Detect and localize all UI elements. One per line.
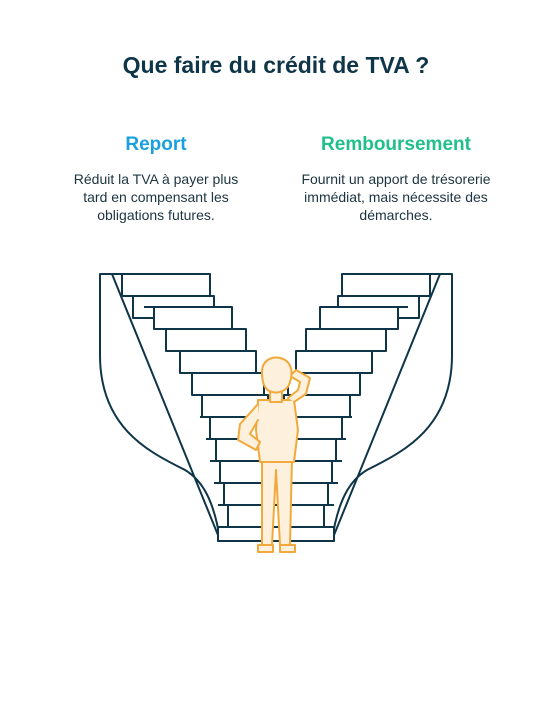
left-step-edge — [123, 295, 134, 318]
left-step — [179, 350, 257, 374]
left-step-edge — [182, 372, 193, 395]
left-step-edge — [200, 416, 211, 439]
left-step — [191, 372, 265, 396]
option-description-report: Réduit la TVA à payer plus tard en compe… — [73, 171, 239, 223]
left-step-edge — [206, 438, 217, 461]
right-step — [295, 350, 373, 374]
left-step-edge — [218, 504, 229, 527]
right-step-edge — [349, 394, 360, 417]
option-heading-remboursement: Remboursement — [321, 134, 471, 155]
left-step-edge — [214, 482, 225, 505]
staircase-icon — [99, 273, 453, 542]
right-step-edge — [371, 350, 382, 373]
right-step-edge — [359, 372, 370, 395]
page-title: Que faire du crédit de TVA ? — [122, 52, 430, 78]
left-step-edge — [112, 273, 123, 296]
left-wall — [99, 273, 221, 541]
right-step-edge — [397, 306, 408, 329]
person-thinking-icon — [237, 356, 311, 553]
right-step-edge — [323, 504, 334, 527]
right-step-edge — [429, 273, 440, 296]
right-wall — [331, 273, 453, 541]
right-step — [319, 306, 399, 330]
right-step — [305, 328, 387, 352]
right-step-edge — [331, 460, 342, 483]
left-step — [121, 273, 211, 297]
right-step-edge — [385, 328, 396, 351]
left-step-edge — [156, 328, 167, 351]
option-heading-report: Report — [125, 134, 187, 155]
right-step-edge — [341, 416, 352, 439]
right-step-edge — [418, 295, 429, 318]
option-description-remboursement: Fournit un apport de trésorerie immédiat… — [301, 171, 491, 223]
bottom-landing — [217, 526, 335, 542]
left-step — [153, 306, 233, 330]
right-step-edge — [335, 438, 346, 461]
left-step — [165, 328, 247, 352]
left-step-edge — [144, 306, 155, 329]
left-step-edge — [170, 350, 181, 373]
right-step-edge — [327, 482, 338, 505]
left-step-edge — [210, 460, 221, 483]
left-step-edge — [192, 394, 203, 417]
right-step — [341, 273, 431, 297]
